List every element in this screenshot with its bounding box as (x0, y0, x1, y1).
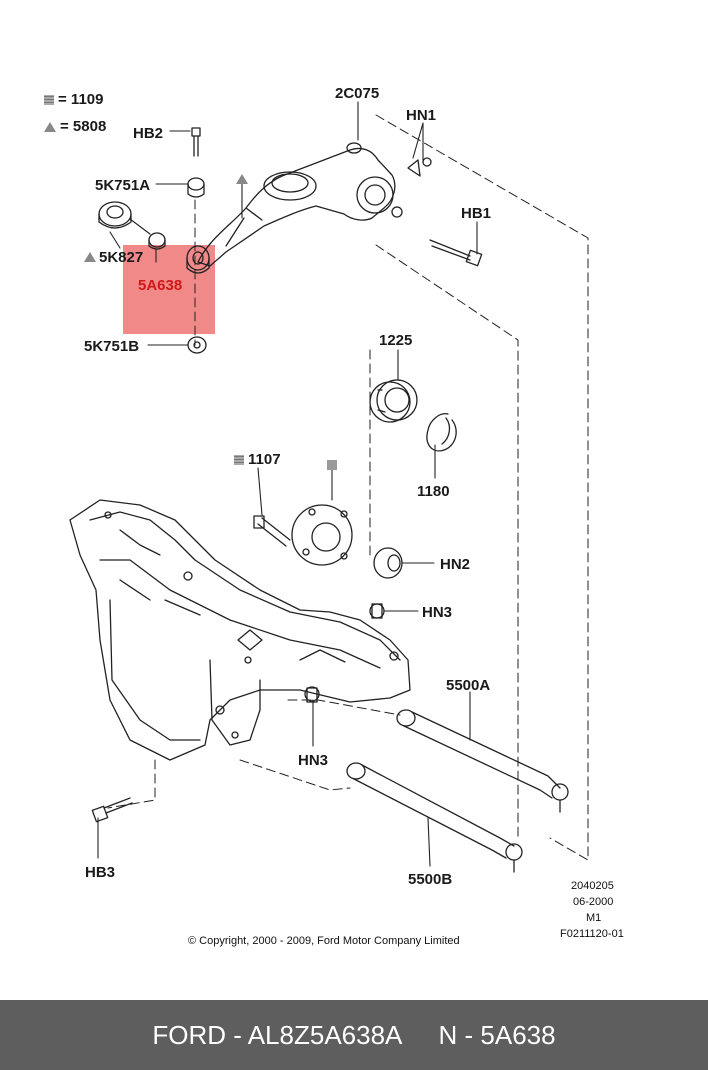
bushing-5a638-shape (186, 245, 210, 274)
legend-triangle-item: = 5808 (44, 119, 106, 134)
stamp-line-2: 06-2000 (573, 896, 614, 908)
bushing-5k827-shape (148, 232, 166, 250)
callout-5k751a: 5K751A (95, 177, 151, 194)
leader-lines (97, 101, 478, 867)
nut-hn2-shape (373, 547, 403, 579)
footer-spacer (402, 1020, 438, 1051)
callout-5a638: 5A638 (138, 277, 183, 294)
callout-hb1: HB1 (461, 205, 492, 222)
legend-square-text: = 1109 (58, 91, 104, 108)
subframe-shape (69, 499, 411, 761)
legend-triangle-text: = 5808 (60, 118, 107, 135)
footer-bar: FORD - AL8Z5A638A N - 5A638 (0, 1000, 708, 1070)
callout-1107: 1107 (248, 451, 281, 468)
hatched-square-icon (44, 95, 54, 106)
nut-5k751b-shape (187, 336, 207, 354)
legend-square-marks (327, 460, 337, 470)
callout-2c075: 2C075 (335, 85, 380, 102)
hatched-square-icon (234, 455, 244, 466)
callout-hb3: HB3 (85, 864, 116, 881)
callout-5k827: 5K827 (99, 249, 144, 266)
copyright-notice: © Copyright, 2000 - 2009, Ford Motor Com… (188, 935, 460, 947)
callout-hb2: HB2 (133, 125, 164, 142)
callout-hn3-lower: HN3 (298, 752, 329, 769)
bolt-hb1-shape (429, 239, 483, 267)
legend-triangle-marks (84, 174, 248, 262)
callout-hn3-upper: HN3 (422, 604, 453, 621)
exploded-parts-diagram (69, 101, 589, 873)
bearing-1225-shape (369, 379, 418, 423)
control-arm-assembly (197, 142, 432, 267)
bushing-large-shape (98, 201, 132, 229)
callout-1225: 1225 (379, 332, 413, 349)
callout-5500a: 5500A (446, 677, 491, 694)
stamp-line-4: F0211120-01 (560, 928, 624, 940)
callout-5k751b: 5K751B (84, 338, 140, 355)
lateral-arm-5500a-shape (396, 709, 569, 813)
nut-5k751a-shape (187, 177, 205, 198)
assembly-guide-lines (107, 114, 589, 861)
callout-1180: 1180 (417, 483, 450, 500)
callout-hn2: HN2 (440, 556, 471, 573)
footer-part-number: FORD - AL8Z5A638A (152, 1019, 403, 1050)
bolt-hb2-shape (191, 127, 201, 157)
nut-hn3-upper-shape (369, 603, 385, 619)
callout-1107-item: 1107 (234, 452, 281, 467)
wheel-hub-shape (253, 504, 353, 566)
lateral-arm-5500b-shape (346, 762, 523, 873)
footer-reference: N - 5A638 (438, 1019, 556, 1050)
snap-ring-1180-shape (426, 413, 457, 452)
callout-hn1: HN1 (406, 107, 437, 124)
legend-square-item: = 1109 (44, 92, 103, 107)
stamp-line-1: 2040205 (571, 880, 614, 892)
stamp-line-3: M1 (586, 912, 602, 924)
bolt-hb3-shape (91, 797, 133, 823)
triangle-icon (44, 122, 56, 133)
callout-5500b: 5500B (408, 871, 453, 888)
